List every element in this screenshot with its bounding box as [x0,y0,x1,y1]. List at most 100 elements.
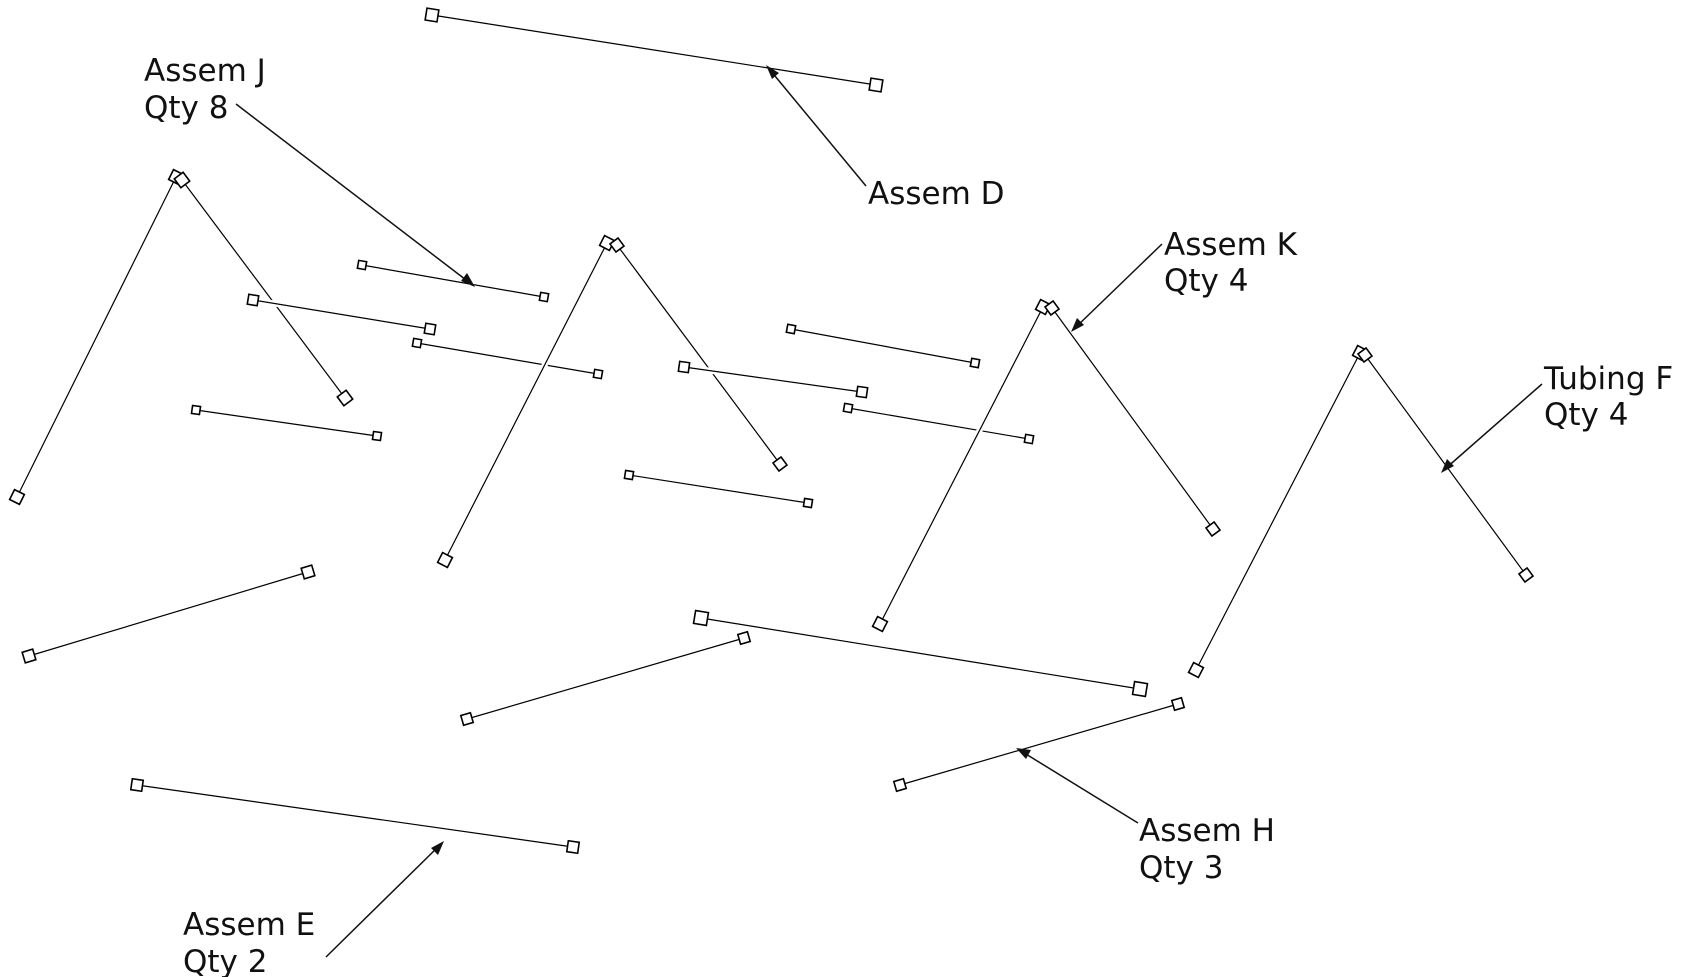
assem-e-beam-tube-core [136,784,574,848]
frame1-crossbar-tube-core [252,299,431,330]
leader-assem-j [235,103,471,284]
leader-arrow-assem-e [431,841,444,855]
tubing-f-left-leg-tube-core [1195,352,1361,671]
label-assem-k-qty: Qty 4 [1164,263,1248,299]
leader-assem-h [1020,750,1139,824]
tubing-f-left-leg [1187,344,1369,679]
frame2-left-leg-end-cap [436,551,454,569]
label-assem-h-qty: Qty 3 [1139,850,1223,886]
assem-h-tube-start-cap [892,777,908,793]
assem-h-tube-tube-core [899,703,1179,786]
assem-d-beam-tube-core [431,14,877,86]
frame3-left-leg-tube-core [879,306,1044,625]
frame3-right-leg-tube-core [1051,307,1214,530]
j-bar-1-end-cap [538,291,550,303]
j-bar-1 [356,259,550,303]
leader-arrow-assem-d [766,65,779,79]
frame1-right-leg [173,171,354,407]
frame2-left-leg-tube-core [444,242,608,561]
lower-tube-left-end-cap [300,564,316,580]
frame1-left-leg [8,168,185,506]
assem-h-tube [892,696,1186,793]
leader-tubing-f [1444,383,1543,470]
j-bar-5-tube-core [790,328,976,364]
label-assem-e-name: Assem E [183,907,315,943]
leader-arrow-assem-h [1016,748,1031,759]
j-bar-5-end-cap [969,357,981,369]
frame2-right-leg [608,236,789,473]
frame2-crossbar-start-cap [677,360,691,374]
assem-d-beam-end-cap [868,77,884,93]
frame2-right-leg-tube-core [616,244,781,465]
lower-beam-long-start-cap [692,609,710,627]
assem-h-tube-end-cap [1170,696,1186,712]
j-bar-6-end-cap [1023,433,1035,445]
j-bar-3-tube-core [195,409,378,437]
frame2-right-leg-end-cap [771,455,789,473]
leader-lines [235,65,1543,958]
frame2-crossbar [677,360,869,399]
j-bar-5 [785,323,981,369]
frame3-right-leg [1043,299,1222,538]
j-bar-2-end-cap [592,368,604,380]
label-tubing-f-qty: Qty 4 [1544,397,1628,433]
label-tubing-f-name: Tubing F [1543,361,1673,397]
lower-beam-long [692,609,1149,698]
lower-tube-mid-tube-core [466,637,745,720]
leader-assem-d [769,69,867,187]
frame1-crossbar [246,293,437,336]
leader-arrow-assem-k [1071,318,1084,332]
lower-tube-left-tube-core [28,571,309,657]
leader-assem-e [325,844,441,958]
frame3-right-leg-start-cap [1043,299,1061,317]
j-bar-2-start-cap [411,337,423,349]
j-bar-6-start-cap [842,402,854,414]
j-bar-1-tube-core [361,264,545,298]
label-assem-h-name: Assem H [1139,813,1275,849]
frame1-right-leg-start-cap [173,171,191,189]
label-assem-d: Assem D [868,176,1005,212]
assem-d-beam [424,7,884,93]
j-bar-4 [623,469,814,509]
frame2-right-leg-start-cap [608,236,626,254]
frame1-left-leg-tube-core [16,176,177,498]
leader-arrow-assem-j [461,273,475,287]
frame3-right-leg-end-cap [1204,520,1222,538]
j-bar-3-end-cap [371,430,383,442]
frame1-crossbar-end-cap [423,322,437,336]
j-bar-4-start-cap [623,469,635,481]
tubing-f-right-leg-start-cap [1356,346,1374,364]
lower-tube-mid-end-cap [736,630,752,646]
assem-e-beam-end-cap [565,839,581,855]
label-assem-e-qty: Qty 2 [183,944,267,977]
assem-e-beam [129,777,581,855]
frame-members [8,7,1535,855]
lower-beam-long-tube-core [700,617,1141,690]
frame1-crossbar-start-cap [246,293,260,307]
lower-tube-left-start-cap [21,648,37,664]
lower-beam-long-end-cap [1131,680,1149,698]
j-bar-6 [842,402,1035,445]
frame3-left-leg [871,298,1052,633]
label-assem-j-qty: Qty 8 [144,90,228,126]
tubing-f-left-leg-end-cap [1187,661,1205,679]
frame1-left-leg-end-cap [8,488,26,506]
frame3-left-leg-end-cap [871,615,889,633]
callout-labels: Assem D Assem J Qty 8 Assem K Qty 4 Tubi… [144,53,1673,977]
j-bar-3-start-cap [190,404,202,416]
label-assem-k-name: Assem K [1164,227,1298,263]
leader-assem-k [1074,243,1163,329]
label-assem-j-name: Assem J [144,53,266,89]
lower-tube-mid-start-cap [459,711,475,727]
j-bar-6-tube-core [847,407,1030,440]
leader-arrow-tubing-f [1441,459,1454,473]
frame2-crossbar-end-cap [855,385,869,399]
assem-d-beam-start-cap [424,7,440,23]
j-bar-4-end-cap [802,497,814,509]
tubing-f-right-leg-end-cap [1517,566,1535,584]
frame2-crossbar-tube-core [683,366,863,393]
frame2-left-leg [436,234,616,569]
j-bar-4-tube-core [628,474,809,504]
frame1-right-leg-end-cap [336,389,354,407]
